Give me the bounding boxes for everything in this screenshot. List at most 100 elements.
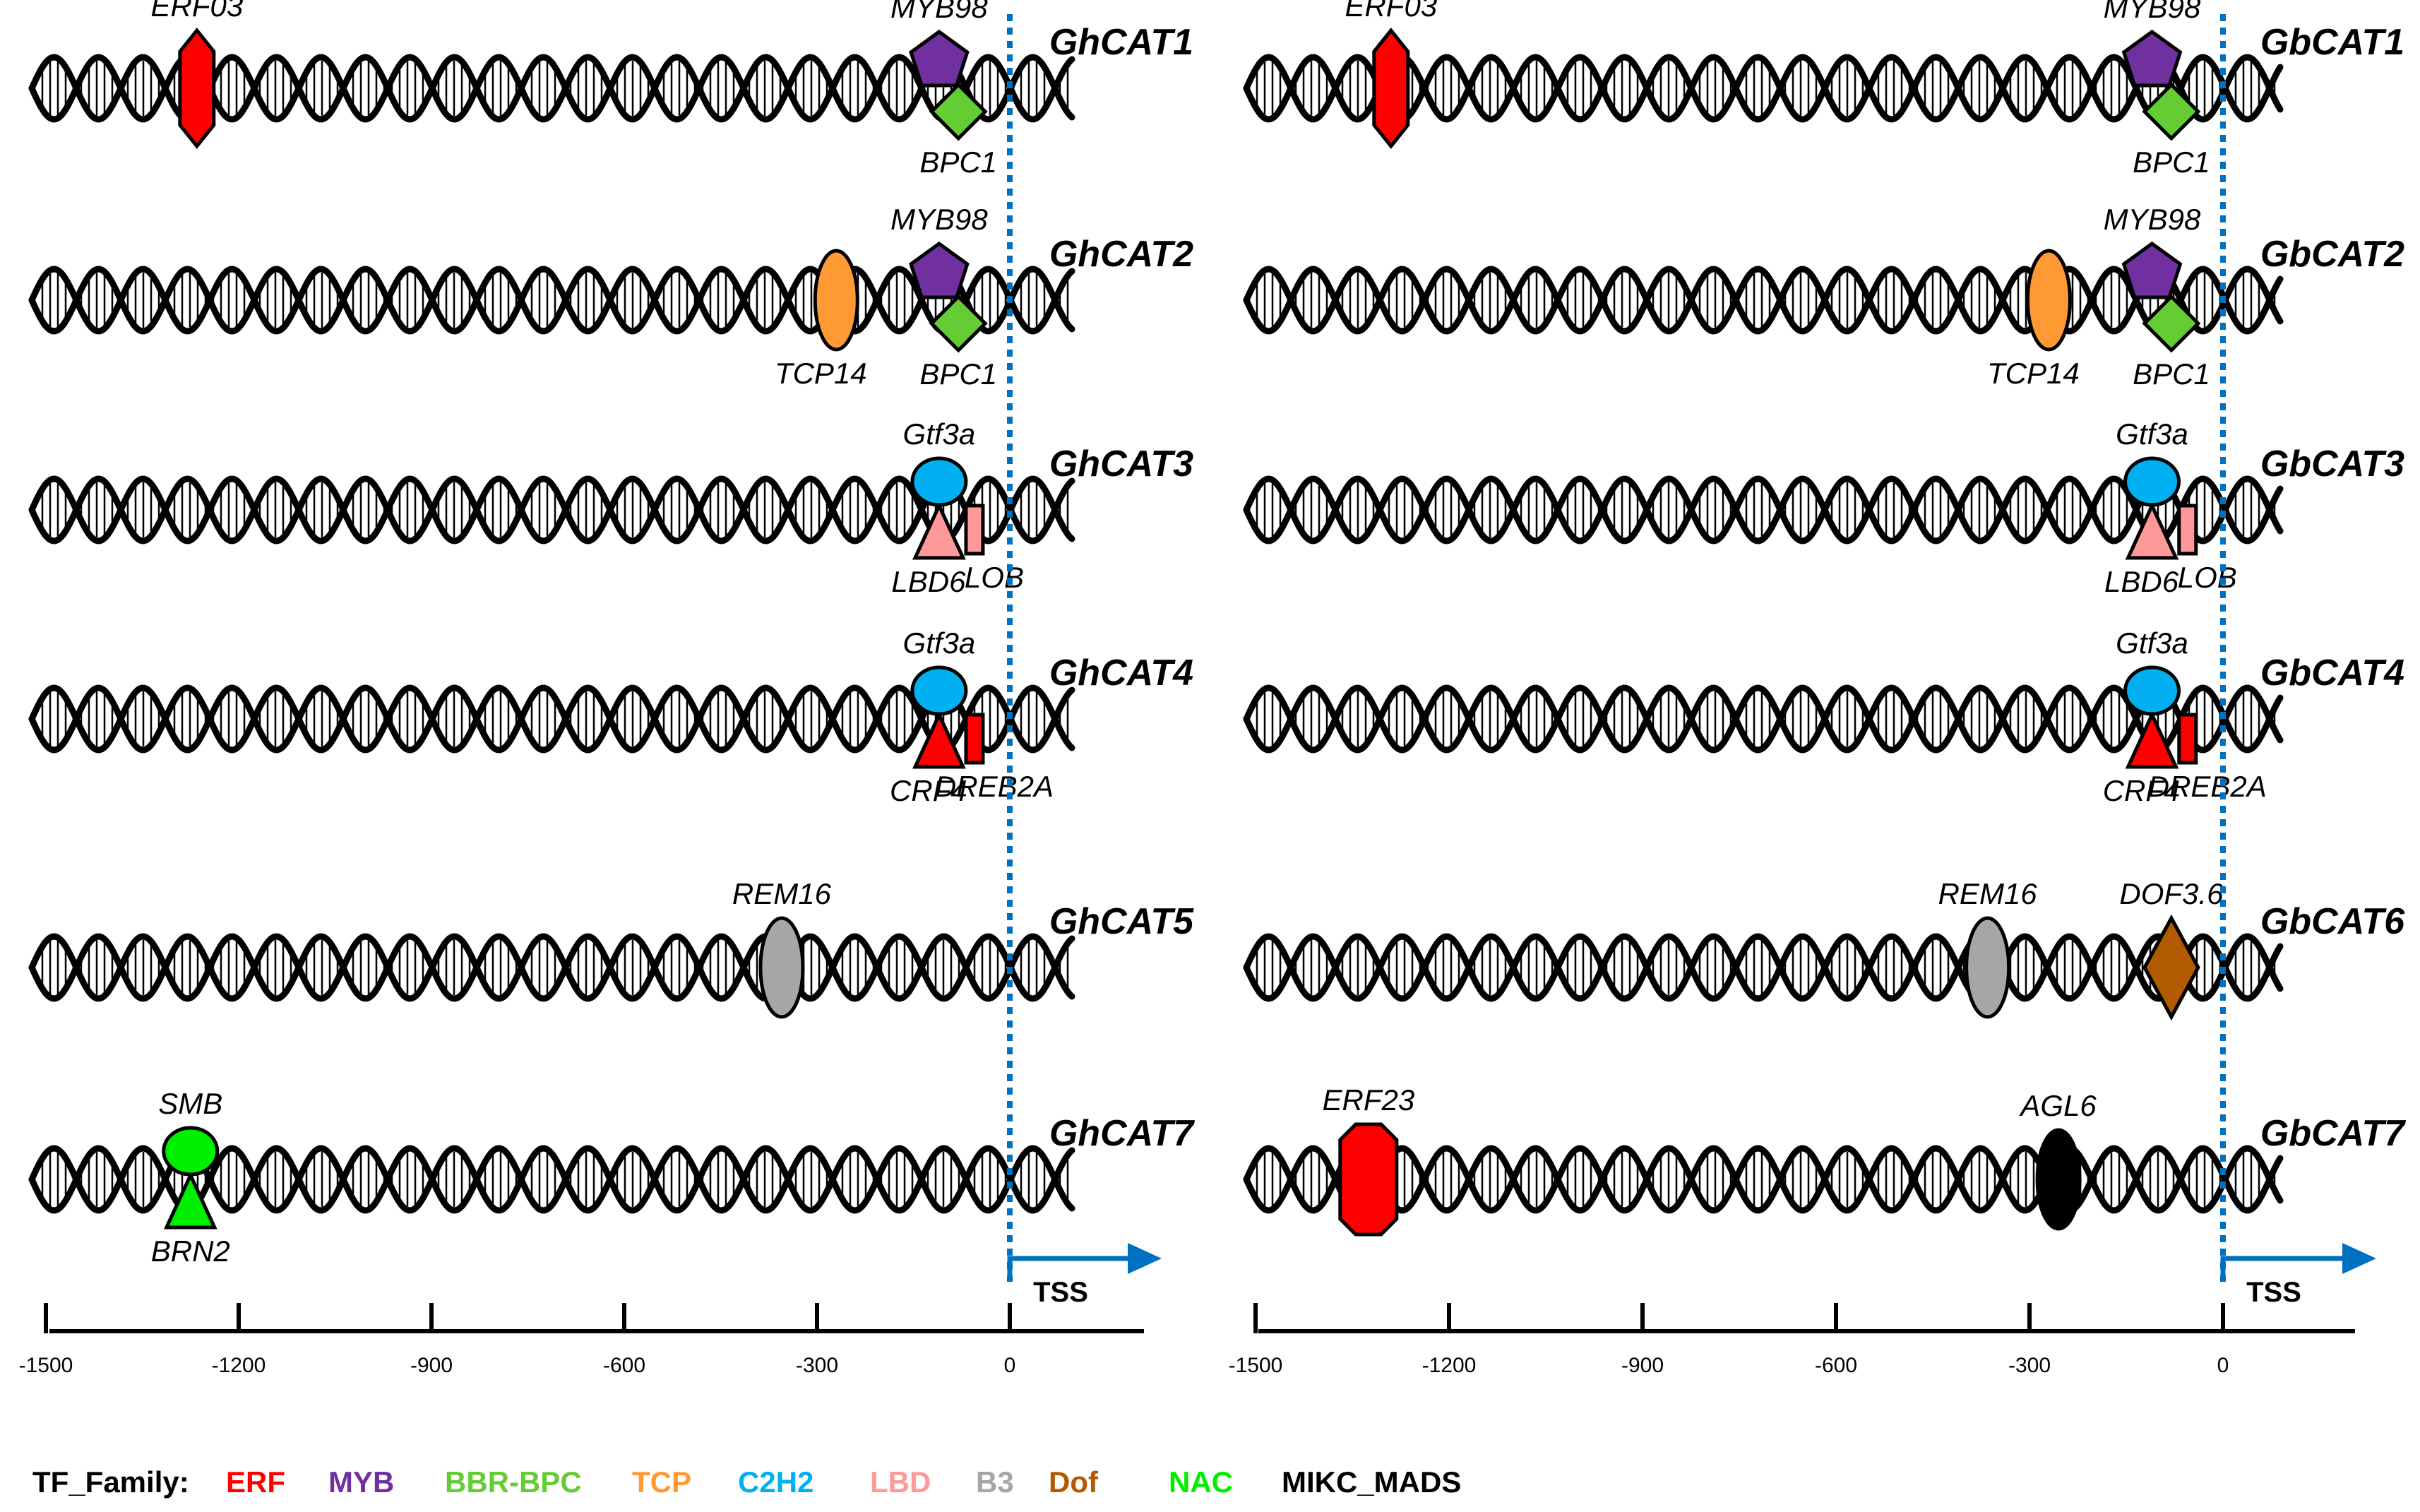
tf-label-bpc1: BPC1 bbox=[919, 357, 997, 391]
tf-label-erf23: ERF23 bbox=[1322, 1083, 1414, 1117]
gtf3a-site-shape bbox=[2123, 665, 2181, 716]
helix-rungs bbox=[1248, 482, 2276, 537]
gene-label: GhCAT3 bbox=[1049, 444, 1193, 484]
helix-strand bbox=[28, 475, 1075, 544]
tf-label-tcp14: TCP14 bbox=[1987, 357, 2080, 390]
axis-tick-label: -600 bbox=[1815, 1354, 1857, 1377]
tcp14-site-shape bbox=[813, 249, 859, 352]
legend-item-mikc-mads: MIKC_MADS bbox=[1282, 1465, 1461, 1499]
tf-site-brn2 bbox=[163, 1171, 217, 1230]
axis-tick-label: -300 bbox=[796, 1354, 838, 1377]
legend-item-myb: MYB bbox=[328, 1465, 394, 1499]
gene-label: GhCAT1 bbox=[1049, 22, 1193, 63]
tf-site-dreb2a bbox=[964, 713, 985, 765]
tf-site-crf4 bbox=[2125, 710, 2179, 769]
myb98-site-shape bbox=[909, 29, 970, 88]
dof3-6-site-shape bbox=[2142, 914, 2200, 1021]
tf-label-brn2: BRN2 bbox=[151, 1234, 230, 1268]
tf-label-myb98: MYB98 bbox=[2104, 0, 2201, 24]
axis-tick-label: 0 bbox=[2217, 1354, 2229, 1377]
dreb2a-site-shape bbox=[2177, 713, 2198, 765]
tf-label-myb98: MYB98 bbox=[2104, 203, 2201, 236]
helix-strand bbox=[1243, 1145, 2284, 1214]
legend-item-erf: ERF bbox=[226, 1465, 285, 1499]
tss-label: TSS bbox=[1033, 1277, 1088, 1308]
erf03-site-shape bbox=[1372, 27, 1410, 150]
bpc1-site-shape bbox=[929, 82, 988, 141]
tf-label-lbd6: LBD6 bbox=[891, 565, 966, 598]
tf-site-dreb2a bbox=[2177, 713, 2198, 765]
helix-strand bbox=[1243, 266, 2284, 335]
dreb2a-site-shape bbox=[964, 713, 985, 765]
tf-site-bpc1 bbox=[2142, 82, 2201, 141]
tf-site-crf4 bbox=[912, 710, 966, 769]
gtf3a-site-shape bbox=[910, 665, 968, 716]
helix-strand bbox=[28, 475, 1075, 544]
axis-tick-label: -900 bbox=[410, 1354, 453, 1377]
helix-strand bbox=[28, 266, 1075, 335]
tf-label-smb: SMB bbox=[158, 1087, 222, 1120]
axis-tick-label: -1500 bbox=[1229, 1354, 1283, 1377]
helix-strand bbox=[28, 933, 1075, 1002]
tf-label-agl6: AGL6 bbox=[2018, 1089, 2097, 1122]
legend-title: TF_Family: bbox=[32, 1465, 189, 1499]
tf-label-crf4: CRF4 bbox=[890, 774, 967, 807]
tf-site-smb bbox=[162, 1126, 220, 1177]
gene-label: GbCAT4 bbox=[2260, 653, 2404, 694]
axis-tick-label: -1500 bbox=[19, 1354, 73, 1377]
axis-tick-label: -1200 bbox=[212, 1354, 266, 1377]
legend-item-tcp: TCP bbox=[632, 1465, 691, 1499]
tf-label-tcp14: TCP14 bbox=[775, 357, 867, 390]
tf-site-myb98 bbox=[2121, 241, 2183, 299]
helix-strand bbox=[1243, 684, 2284, 754]
lbd6-site-shape bbox=[2125, 501, 2179, 560]
gene-label: GbCAT2 bbox=[2260, 234, 2404, 275]
tf-label-dreb2a: DREB2A bbox=[935, 770, 1054, 803]
tf-label-bpc1: BPC1 bbox=[2133, 145, 2210, 179]
helix-strand bbox=[28, 933, 1075, 1002]
tcp14-site-shape bbox=[2025, 249, 2072, 352]
gene-label: GhCAT7 bbox=[1049, 1113, 1195, 1154]
tf-label-myb98: MYB98 bbox=[890, 0, 988, 24]
helix-strand bbox=[1243, 475, 2284, 544]
bpc1-site-shape bbox=[2142, 294, 2201, 353]
erf23-site-shape bbox=[1338, 1122, 1399, 1237]
myb98-site-shape bbox=[2121, 241, 2183, 299]
tf-site-erf03 bbox=[178, 27, 216, 150]
tf-site-rem16 bbox=[1965, 916, 2011, 1019]
tf-site-lbd6 bbox=[2125, 501, 2179, 560]
gene-label: GhCAT5 bbox=[1049, 901, 1194, 942]
tf-label-rem16: REM16 bbox=[1938, 877, 2038, 910]
tf-site-lob bbox=[964, 504, 985, 556]
helix-strand bbox=[1243, 1145, 2284, 1214]
axis-tick-label: -600 bbox=[603, 1354, 645, 1377]
tss-arrow-head bbox=[1128, 1243, 1162, 1274]
bpc1-site-shape bbox=[2142, 82, 2201, 141]
tf-label-erf03: ERF03 bbox=[1345, 0, 1437, 23]
tf-site-myb98 bbox=[909, 29, 970, 88]
tf-label-dreb2a: DREB2A bbox=[2148, 770, 2267, 803]
smb-site-shape bbox=[162, 1126, 220, 1177]
helix-strand bbox=[28, 684, 1075, 754]
gene-label: GbCAT6 bbox=[2260, 901, 2405, 942]
helix-rungs bbox=[1248, 940, 2276, 995]
lob-site-shape bbox=[964, 504, 985, 556]
gene-label: GhCAT4 bbox=[1049, 653, 1193, 694]
helix-strand bbox=[28, 266, 1075, 335]
tf-site-gtf3a bbox=[910, 665, 968, 716]
tf-site-lob bbox=[2177, 504, 2198, 556]
agl6-site-shape bbox=[2035, 1128, 2082, 1231]
tf-site-bpc1 bbox=[2142, 294, 2201, 353]
helix-rungs bbox=[1248, 273, 2276, 328]
rem16-site-shape bbox=[1965, 916, 2011, 1019]
axis-tick-label: -1200 bbox=[1422, 1354, 1477, 1377]
erf03-site-shape bbox=[178, 27, 216, 150]
